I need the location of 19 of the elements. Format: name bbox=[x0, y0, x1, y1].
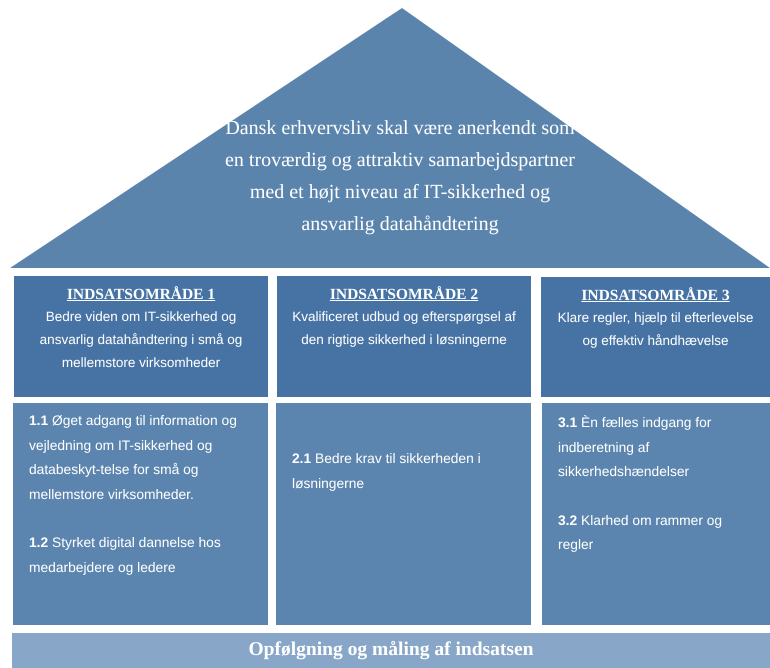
focus-area-description: Klare regler, hjælp til efterlevelse og effektiv håndhævelse bbox=[556, 309, 754, 350]
focus-area-heading: INDSATSOMRÅDE 1 bbox=[66, 286, 216, 304]
initiative-text: 1.2 Styrket digital dannelse hos medarbejdere og ledere bbox=[28, 534, 222, 577]
focus-area-heading: INDSATSOMRÅDE 3 bbox=[580, 287, 731, 305]
focus-area-description: Kvalificeret udbud og efterspørgsel af den rigtige sikkerhed i løsningerne bbox=[291, 308, 517, 349]
initiative-box bbox=[13, 403, 268, 625]
foundation-band bbox=[12, 633, 770, 668]
focus-area-box bbox=[14, 276, 268, 397]
initiative-text: 3.2 Klarhed om rammer og regler bbox=[557, 512, 724, 554]
initiative-text: 3.1 Èn fælles indgang for indberetning af sikkerhedshændelser bbox=[557, 414, 712, 481]
focus-area-box bbox=[541, 277, 770, 397]
initiative-box bbox=[276, 403, 531, 625]
initiative-box bbox=[542, 403, 770, 625]
initiative-text: 1.1 Øget adgang til information og vejledning om IT-sikkerhed og databeskyt-telse for små og mellemstore virksomheder. bbox=[28, 412, 238, 504]
focus-area-heading: INDSATSOMRÅDE 2 bbox=[328, 286, 480, 304]
initiative-text: 2.1 Bedre krav til sikkerheden i løsningerne bbox=[291, 450, 482, 493]
focus-area-description: Bedre viden om IT-sikkerhed og ansvarlig datahåndtering i små og mellemstore virksomheder bbox=[38, 308, 244, 372]
focus-area-box bbox=[277, 276, 531, 397]
foundation-text: Opfølgning og måling af indsatsen bbox=[248, 639, 534, 661]
